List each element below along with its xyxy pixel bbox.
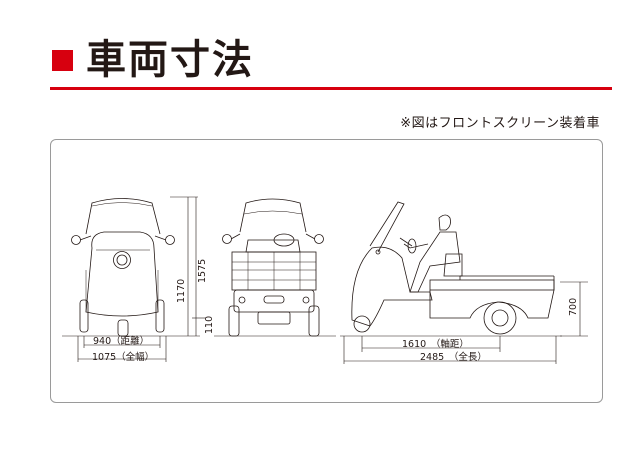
ground-clearance-label: 110 [204, 316, 215, 334]
page-title: 車両寸法 [86, 37, 254, 83]
deck-height-label: 700 [568, 298, 579, 316]
side-view [340, 201, 562, 337]
overall-height-label: 1575 [197, 259, 208, 283]
tread-label: 940（距離） [93, 335, 149, 347]
front-view [62, 198, 200, 337]
front-dimension-lines [77, 196, 206, 362]
rear-view [214, 198, 336, 337]
drawing-panel [50, 139, 603, 403]
overall-width-label: 1075（全幅） [92, 351, 154, 363]
overall-length-label: 2485 （全長） [420, 351, 487, 363]
wheelbase-label: 1610 （軸距） [402, 338, 469, 350]
side-dimension-lines [343, 281, 588, 364]
title-marker [52, 50, 73, 71]
screen-height-label: 1170 [176, 279, 187, 303]
title-divider [50, 87, 612, 90]
figure-note: ※図はフロントスクリーン装着車 [400, 116, 600, 131]
